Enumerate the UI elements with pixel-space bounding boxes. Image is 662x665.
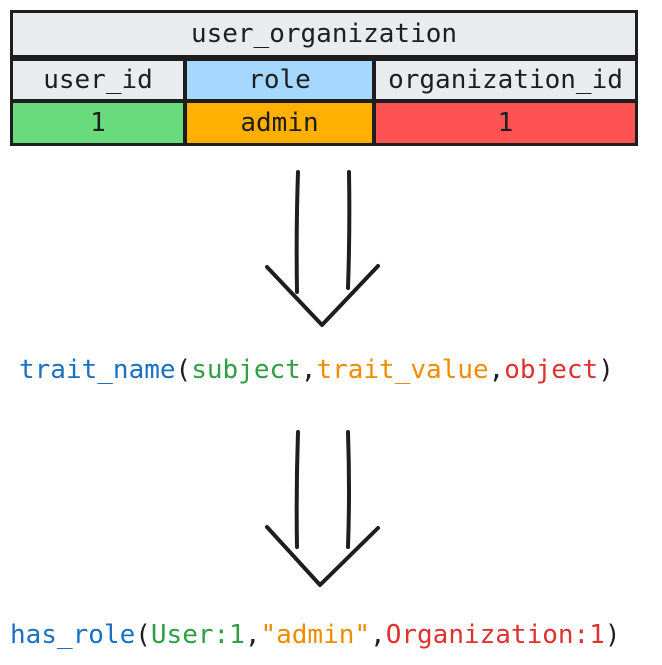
- template-open-paren: (: [175, 355, 192, 385]
- example-trait-value: "admin": [260, 620, 371, 650]
- example-predicate: has_role: [10, 620, 136, 650]
- example-comma-2: ,: [370, 620, 386, 650]
- example-formula: has_role(User:1,"admin",Organization:1): [10, 620, 621, 650]
- template-subject: subject: [191, 355, 301, 385]
- column-header-organization-id: organization_id: [373, 58, 638, 102]
- example-open-paren: (: [135, 620, 151, 650]
- double-down-arrow-icon: [265, 170, 380, 327]
- cell-user-id: 1: [10, 100, 186, 146]
- example-close-paren: ): [604, 620, 621, 650]
- template-close-paren: ): [598, 355, 614, 385]
- example-comma-1: ,: [244, 620, 261, 650]
- double-down-arrow-icon: [265, 430, 380, 587]
- example-subject: User:1: [150, 620, 245, 650]
- example-object: Organization:1: [385, 620, 605, 650]
- template-predicate: trait_name: [19, 355, 176, 385]
- template-trait-value: trait_value: [316, 355, 489, 385]
- table-title: user_organization: [10, 10, 638, 58]
- cell-role: admin: [184, 100, 375, 146]
- template-object: object: [504, 355, 599, 385]
- template-formula: trait_name(subject,trait_value,object): [19, 355, 614, 385]
- template-comma-1: ,: [300, 355, 317, 385]
- template-comma-2: ,: [488, 355, 505, 385]
- cell-organization-id: 1: [373, 100, 638, 146]
- column-header-role: role: [184, 58, 375, 102]
- column-header-user-id: user_id: [10, 58, 186, 102]
